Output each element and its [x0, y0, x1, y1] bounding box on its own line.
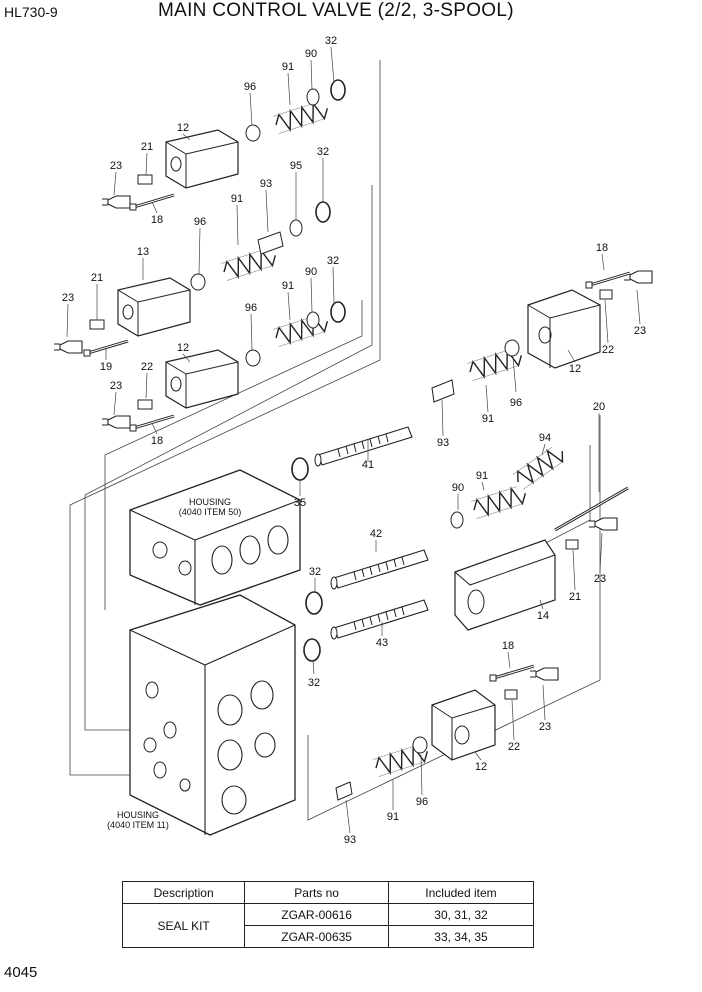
callout-number: 41	[362, 459, 374, 471]
spools	[291, 426, 429, 662]
callout-number: 21	[141, 141, 153, 153]
callout-number: 93	[260, 178, 272, 190]
upper-housing-label-1: HOUSING	[189, 497, 231, 507]
callout-number: 35	[294, 497, 306, 509]
callout-number: 23	[594, 573, 606, 585]
callout-number: 90	[305, 48, 317, 60]
callout-leaders	[66, 46, 641, 834]
page-number: 4045	[4, 964, 38, 981]
callout-number: 23	[634, 325, 646, 337]
callout-number: 96	[245, 302, 257, 314]
callout-number: 91	[482, 413, 494, 425]
callout-number: 93	[437, 437, 449, 449]
callout-number: 32	[327, 255, 339, 267]
callout-number: 93	[344, 834, 356, 846]
callout-number: 32	[308, 677, 320, 689]
cell-included: 30, 31, 32	[387, 903, 535, 926]
callout-number: 32	[309, 566, 321, 578]
callout-number: 91	[282, 61, 294, 73]
callout-number: 20	[593, 401, 605, 413]
callout-number: 21	[569, 591, 581, 603]
callout-number: 19	[100, 361, 112, 373]
callout-number: 96	[194, 216, 206, 228]
model-code: HL730-9	[4, 4, 58, 20]
callout-number: 42	[370, 528, 382, 540]
callout-number: 21	[91, 272, 103, 284]
lower-housing-label-2: (4040 ITEM 11)	[107, 820, 169, 830]
cell-included: 33, 34, 35	[387, 925, 535, 948]
upper-housing	[129, 469, 301, 606]
callout-number: 18	[502, 640, 514, 652]
callout-number: 12	[569, 363, 581, 375]
callout-number: 23	[539, 721, 551, 733]
col-parts-no: Parts no	[244, 881, 389, 904]
callout-number: 23	[62, 292, 74, 304]
cell-parts-no: ZGAR-00635	[244, 925, 389, 948]
callout-number: 43	[376, 637, 388, 649]
right-cover-parts	[335, 270, 653, 801]
callout-number: 12	[177, 342, 189, 354]
col-included-item: Included item	[387, 881, 535, 904]
callout-number: 90	[305, 266, 317, 278]
callout-number: 14	[537, 610, 549, 622]
lower-housing	[129, 594, 296, 836]
callout-number: 96	[416, 796, 428, 808]
callout-number: 12	[177, 122, 189, 134]
lower-housing-label-1: HOUSING	[117, 810, 159, 820]
callout-number: 22	[602, 344, 614, 356]
callout-number: 91	[387, 811, 399, 823]
callout-number: 22	[508, 741, 520, 753]
callout-number: 18	[151, 214, 163, 226]
callout-number: 91	[282, 280, 294, 292]
callout-number: 18	[151, 435, 163, 447]
callout-number: 23	[110, 380, 122, 392]
upper-housing-label-2: (4040 ITEM 50)	[179, 507, 242, 517]
callout-number: 91	[476, 470, 488, 482]
callout-number: 32	[325, 35, 337, 47]
exploded-view-diagram: HOUSING (4040 ITEM 50) HOUSING (4040 ITE…	[53, 35, 653, 846]
callout-number: 22	[141, 361, 153, 373]
callout-numbers: 32 90 91 96 12 21 23 18 95 32 91 93 96 13 21 23 19 32 90 91…	[62, 35, 646, 846]
callout-number: 96	[510, 397, 522, 409]
callout-number: 13	[137, 246, 149, 258]
callout-number: 95	[290, 160, 302, 172]
callout-number: 91	[231, 193, 243, 205]
col-description: Description	[121, 881, 246, 904]
cell-description: SEAL KIT	[121, 903, 246, 948]
callout-number: 32	[317, 146, 329, 158]
callout-number: 23	[110, 160, 122, 172]
seal-kit-table: Description Parts no Included item SEAL …	[121, 881, 535, 948]
cell-parts-no: ZGAR-00616	[244, 903, 389, 926]
callout-number: 12	[475, 761, 487, 773]
callout-number: 18	[596, 242, 608, 254]
callout-number: 96	[244, 81, 256, 93]
callout-number: 90	[452, 482, 464, 494]
callout-number: 94	[539, 432, 551, 444]
page-title: MAIN CONTROL VALVE (2/2, 3-SPOOL)	[158, 0, 514, 21]
